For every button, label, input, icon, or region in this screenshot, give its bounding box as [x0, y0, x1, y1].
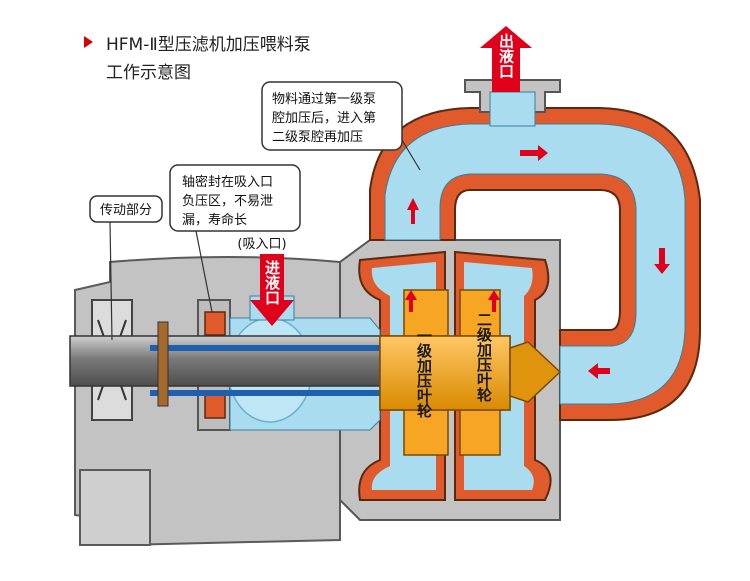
- support-foot: [79, 469, 151, 546]
- impeller-hub: [379, 335, 511, 411]
- seal-callout-box: [169, 164, 301, 232]
- seal-note-line-2: 负压区，不易泄: [182, 194, 273, 209]
- flow-note-line-2: 腔加压后，进入第: [272, 111, 376, 126]
- flow-callout-box: [261, 81, 403, 151]
- shaft-collar: [157, 321, 169, 407]
- flow-arrows: [405, 145, 670, 379]
- inlet-label: 进液口: [263, 260, 281, 305]
- arrow-up-icon: [488, 290, 500, 312]
- arrow-right-icon: [520, 145, 548, 161]
- shaft-seal-sleeve-lower: [150, 390, 385, 396]
- arrow-up-icon: [405, 290, 417, 312]
- drive-leader-line: [109, 221, 113, 341]
- flow-note-line-1: 物料通过第一级泵: [272, 92, 376, 107]
- flow-note-line-3: 二级泵腔再加压: [272, 130, 363, 145]
- seal-note-line-3: 漏，寿命长: [182, 212, 247, 228]
- arrow-left-icon: [588, 363, 610, 379]
- flow-leader-line: [401, 139, 421, 171]
- outlet-arrow-icon: [480, 26, 532, 92]
- impeller1-label: 一级加压叶轮: [415, 328, 433, 418]
- pump-shaft: [69, 335, 391, 387]
- inlet-note: (吸入口): [237, 237, 286, 252]
- title-line-2: 工作示意图: [106, 63, 191, 83]
- arrow-up-icon: [407, 198, 419, 224]
- seal-leader-line: [195, 230, 213, 313]
- outlet-channel: [489, 91, 536, 127]
- drive-label: 传动部分: [100, 203, 152, 218]
- title-marker-icon: [84, 36, 93, 48]
- drive-callout-box: [89, 195, 163, 223]
- seal-note-line-1: 轴密封在吸入口: [182, 174, 273, 190]
- title-line-1: HFM-Ⅱ型压滤机加压喂料泵: [106, 35, 311, 55]
- volute-fluid-channel: [384, 123, 686, 405]
- outlet-label: 出液口: [497, 33, 515, 79]
- inlet-arrow-icon: [250, 254, 294, 326]
- impeller2-label: 二级加压叶轮: [475, 312, 493, 402]
- arrow-down-icon: [654, 248, 670, 274]
- shaft-seal-sleeve: [150, 345, 385, 351]
- volute-casing-outer: [369, 107, 701, 421]
- impeller-nut: [509, 341, 562, 403]
